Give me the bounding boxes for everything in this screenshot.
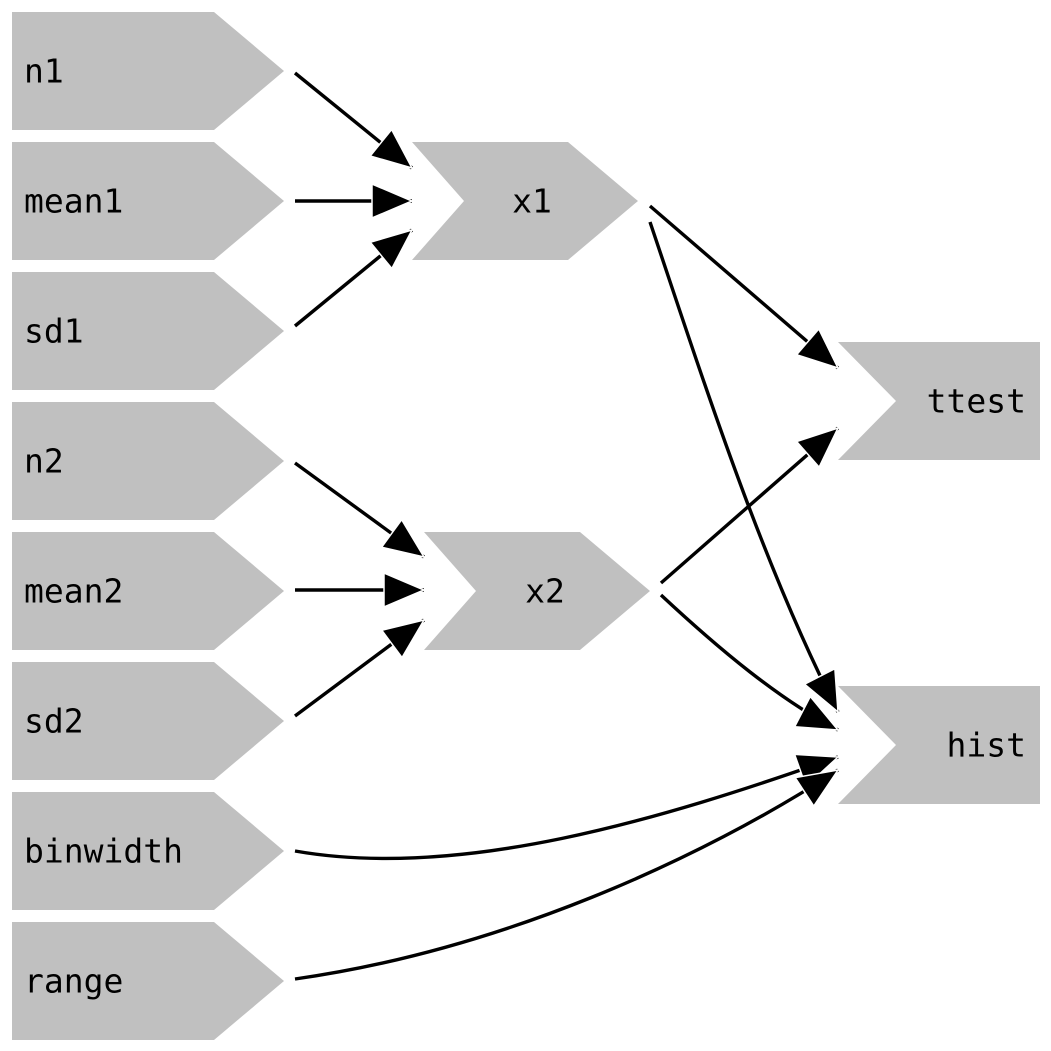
edge-sd2-to-x2 — [293, 618, 426, 718]
node-shape — [412, 142, 638, 260]
node-shape — [838, 686, 1040, 804]
edge-line — [294, 755, 839, 861]
node-label: n1 — [24, 52, 64, 91]
edge-sd1-to-x1 — [293, 228, 414, 328]
node-ttest: ttest — [838, 342, 1040, 460]
node-label: ttest — [927, 382, 1026, 421]
node-shape — [12, 922, 284, 1040]
nodes-layer: n1 mean1 sd1 n2 mean2 sd2 binwidth range x1 x2 tte… — [12, 12, 1040, 1040]
node-shape — [12, 402, 284, 520]
edge-range-to-hist — [294, 768, 840, 981]
node-mean1: mean1 — [12, 142, 284, 260]
node-mean2: mean2 — [12, 532, 284, 650]
node-label: x2 — [525, 572, 565, 611]
node-range: range — [12, 922, 284, 1040]
node-binwidth: binwidth — [12, 792, 284, 910]
edge-line — [294, 768, 839, 981]
node-label: mean2 — [24, 572, 123, 611]
edge-mean2-to-x2 — [295, 571, 426, 609]
node-shape — [12, 142, 284, 260]
edge-binwidth-to-hist — [294, 753, 840, 861]
arrow-head — [793, 695, 840, 731]
edge-line — [648, 221, 840, 713]
node-x1: x1 — [412, 142, 638, 260]
node-shape — [12, 272, 284, 390]
edge-mean1-to-x1 — [295, 182, 414, 220]
edges-layer — [293, 71, 840, 981]
arrow-head — [368, 228, 414, 270]
node-label: mean1 — [24, 182, 123, 221]
edge-n1-to-x1 — [293, 71, 414, 170]
node-sd1: sd1 — [12, 272, 284, 390]
node-shape — [12, 662, 284, 780]
node-label: x1 — [512, 182, 552, 221]
edge-x2-to-hist — [659, 593, 840, 732]
node-shape — [12, 532, 284, 650]
arrow-head — [380, 618, 426, 659]
arrow-head — [795, 327, 840, 370]
node-shape — [838, 342, 1040, 460]
node-label: hist — [947, 726, 1026, 765]
arrow-head — [368, 128, 414, 170]
node-x2: x2 — [424, 532, 650, 650]
node-n1: n1 — [12, 12, 284, 130]
edge-n2-to-x2 — [293, 461, 426, 559]
node-label: range — [24, 962, 123, 1001]
arrow-head — [795, 426, 840, 469]
edge-x2-to-ttest — [659, 426, 840, 585]
arrow-head — [803, 667, 839, 714]
node-shape — [424, 532, 650, 650]
arrow-head — [380, 518, 426, 559]
edge-x1-to-hist — [648, 221, 840, 714]
node-hist: hist — [838, 686, 1040, 804]
node-label: binwidth — [24, 832, 183, 871]
node-shape — [12, 12, 284, 130]
node-label: sd2 — [24, 702, 84, 741]
node-label: sd1 — [24, 312, 84, 351]
node-sd2: sd2 — [12, 662, 284, 780]
node-label: n2 — [24, 442, 64, 481]
node-n2: n2 — [12, 402, 284, 520]
edge-line — [648, 204, 840, 370]
arrow-head — [383, 571, 426, 609]
node-shape — [12, 792, 284, 910]
arrow-head — [371, 182, 414, 220]
arrow-head — [793, 768, 840, 808]
edge-x1-to-ttest — [648, 204, 840, 370]
